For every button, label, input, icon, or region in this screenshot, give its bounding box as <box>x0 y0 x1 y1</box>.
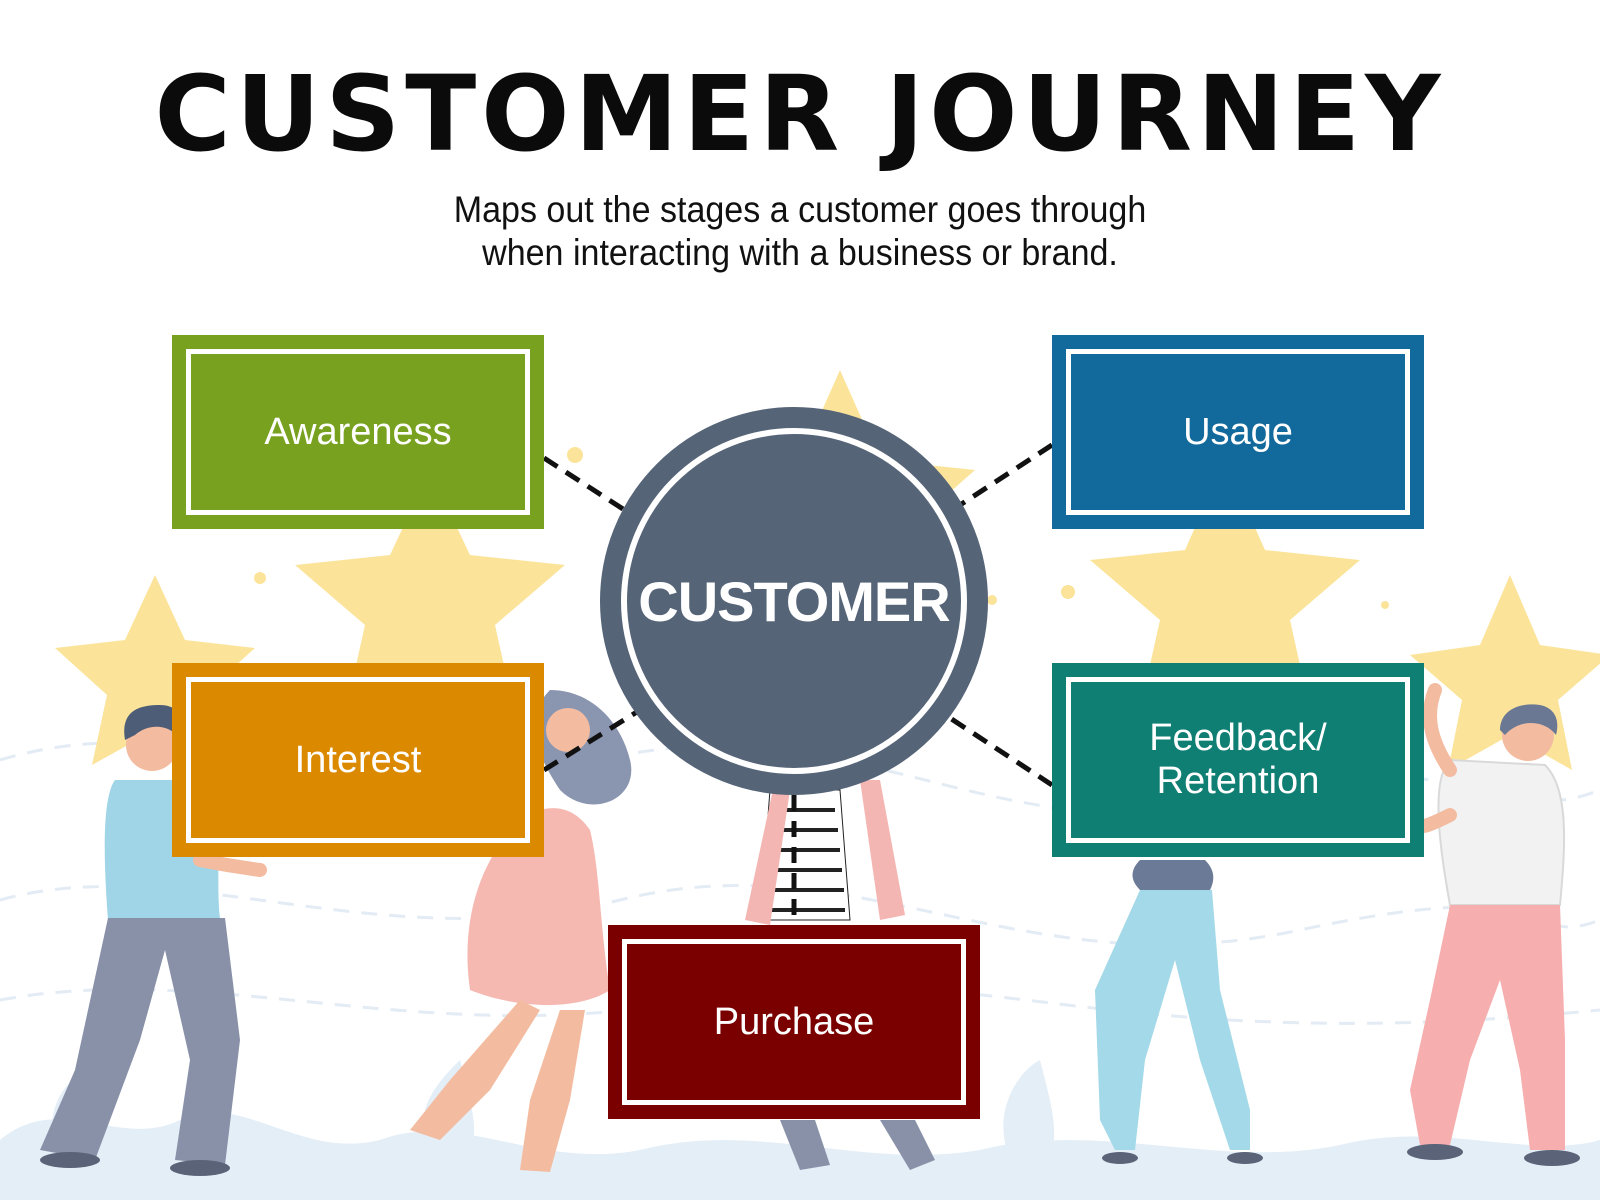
stage-feedback-retention: Feedback/ Retention <box>1052 663 1424 857</box>
stage-purchase-label: Purchase <box>622 939 966 1105</box>
stage-feedback-retention-label: Feedback/ Retention <box>1066 677 1410 843</box>
customer-hub-label: CUSTOMER <box>621 428 967 774</box>
stage-interest: Interest <box>172 663 544 857</box>
page-subtitle: Maps out the stages a customer goes thro… <box>432 188 1168 274</box>
star-icon <box>295 470 565 715</box>
stage-awareness: Awareness <box>172 335 544 529</box>
person-center-illustration <box>745 780 935 1170</box>
customer-hub-circle: CUSTOMER <box>600 407 988 795</box>
stage-interest-label: Interest <box>186 677 530 843</box>
connector-feedback <box>948 715 1054 788</box>
connector-usage <box>958 442 1054 508</box>
decorative-dots <box>254 447 1389 609</box>
connector-awareness <box>542 455 642 523</box>
connectors <box>542 442 1054 925</box>
person-center-left-illustration <box>410 690 632 1172</box>
star-icon <box>1090 460 1360 710</box>
subtitle-text: Maps out the stages a customer goes thro… <box>453 189 1147 273</box>
person-right-illustration <box>1398 683 1580 1166</box>
person-center-right-illustration <box>1095 860 1263 1164</box>
stage-awareness-label: Awareness <box>186 349 530 515</box>
stage-usage: Usage <box>1052 335 1424 529</box>
stage-usage-label: Usage <box>1066 349 1410 515</box>
page-title: CUSTOMER JOURNEY <box>154 53 1446 175</box>
connector-interest <box>542 707 642 773</box>
stage-purchase: Purchase <box>608 925 980 1119</box>
